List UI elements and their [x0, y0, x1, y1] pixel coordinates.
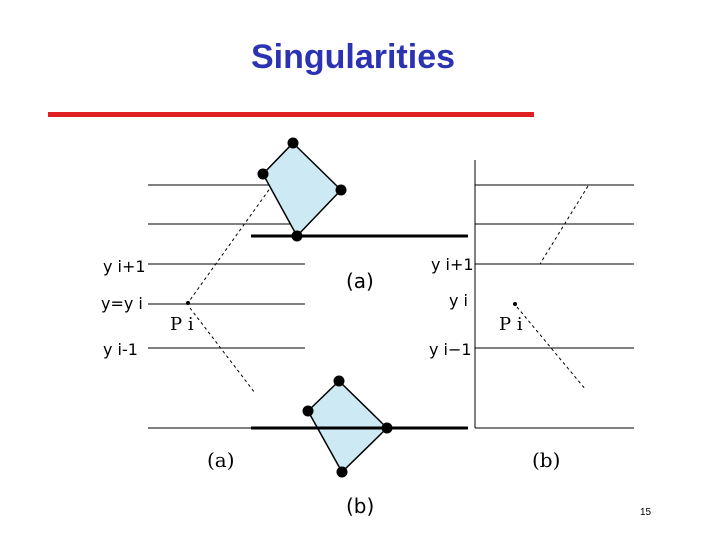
- vertex-dot: [302, 405, 314, 417]
- dashed-edge: [189, 307, 256, 394]
- label-sub-a: (a): [346, 269, 374, 293]
- vertex-dot: [287, 137, 299, 149]
- vertex-dot: [381, 422, 393, 434]
- label-sub-b: (b): [346, 494, 374, 518]
- label-case-a: (a): [207, 448, 235, 472]
- vertex-dot: [291, 230, 303, 242]
- dashed-edge: [189, 179, 277, 301]
- vertex-dot: [333, 375, 345, 387]
- point-pi-right: [513, 302, 517, 306]
- slide-title: Singularities: [250, 38, 456, 76]
- label-y-plus-1-right: y i+1: [431, 255, 474, 274]
- vertex-dot: [257, 168, 269, 180]
- label-y-eq-yi: y=y i: [101, 294, 143, 313]
- dashed-edge: [539, 185, 589, 265]
- vertex-dot: [336, 466, 348, 478]
- point-pi-left: [186, 301, 190, 305]
- label-case-b: (b): [532, 448, 560, 472]
- label-y-plus-1: y i+1: [103, 257, 146, 276]
- label-pi-right: P i: [499, 314, 523, 335]
- label-pi-left: P i: [170, 314, 194, 335]
- vertex-dot: [335, 184, 347, 196]
- label-yi-right: y i: [449, 291, 468, 310]
- label-yi-minus1-right: y i−1: [429, 340, 472, 359]
- title-underline: [48, 112, 534, 117]
- page-number: 15: [640, 507, 652, 518]
- polygon-case-a: [262, 141, 343, 238]
- label-y-minus-1: y i-1: [103, 340, 138, 359]
